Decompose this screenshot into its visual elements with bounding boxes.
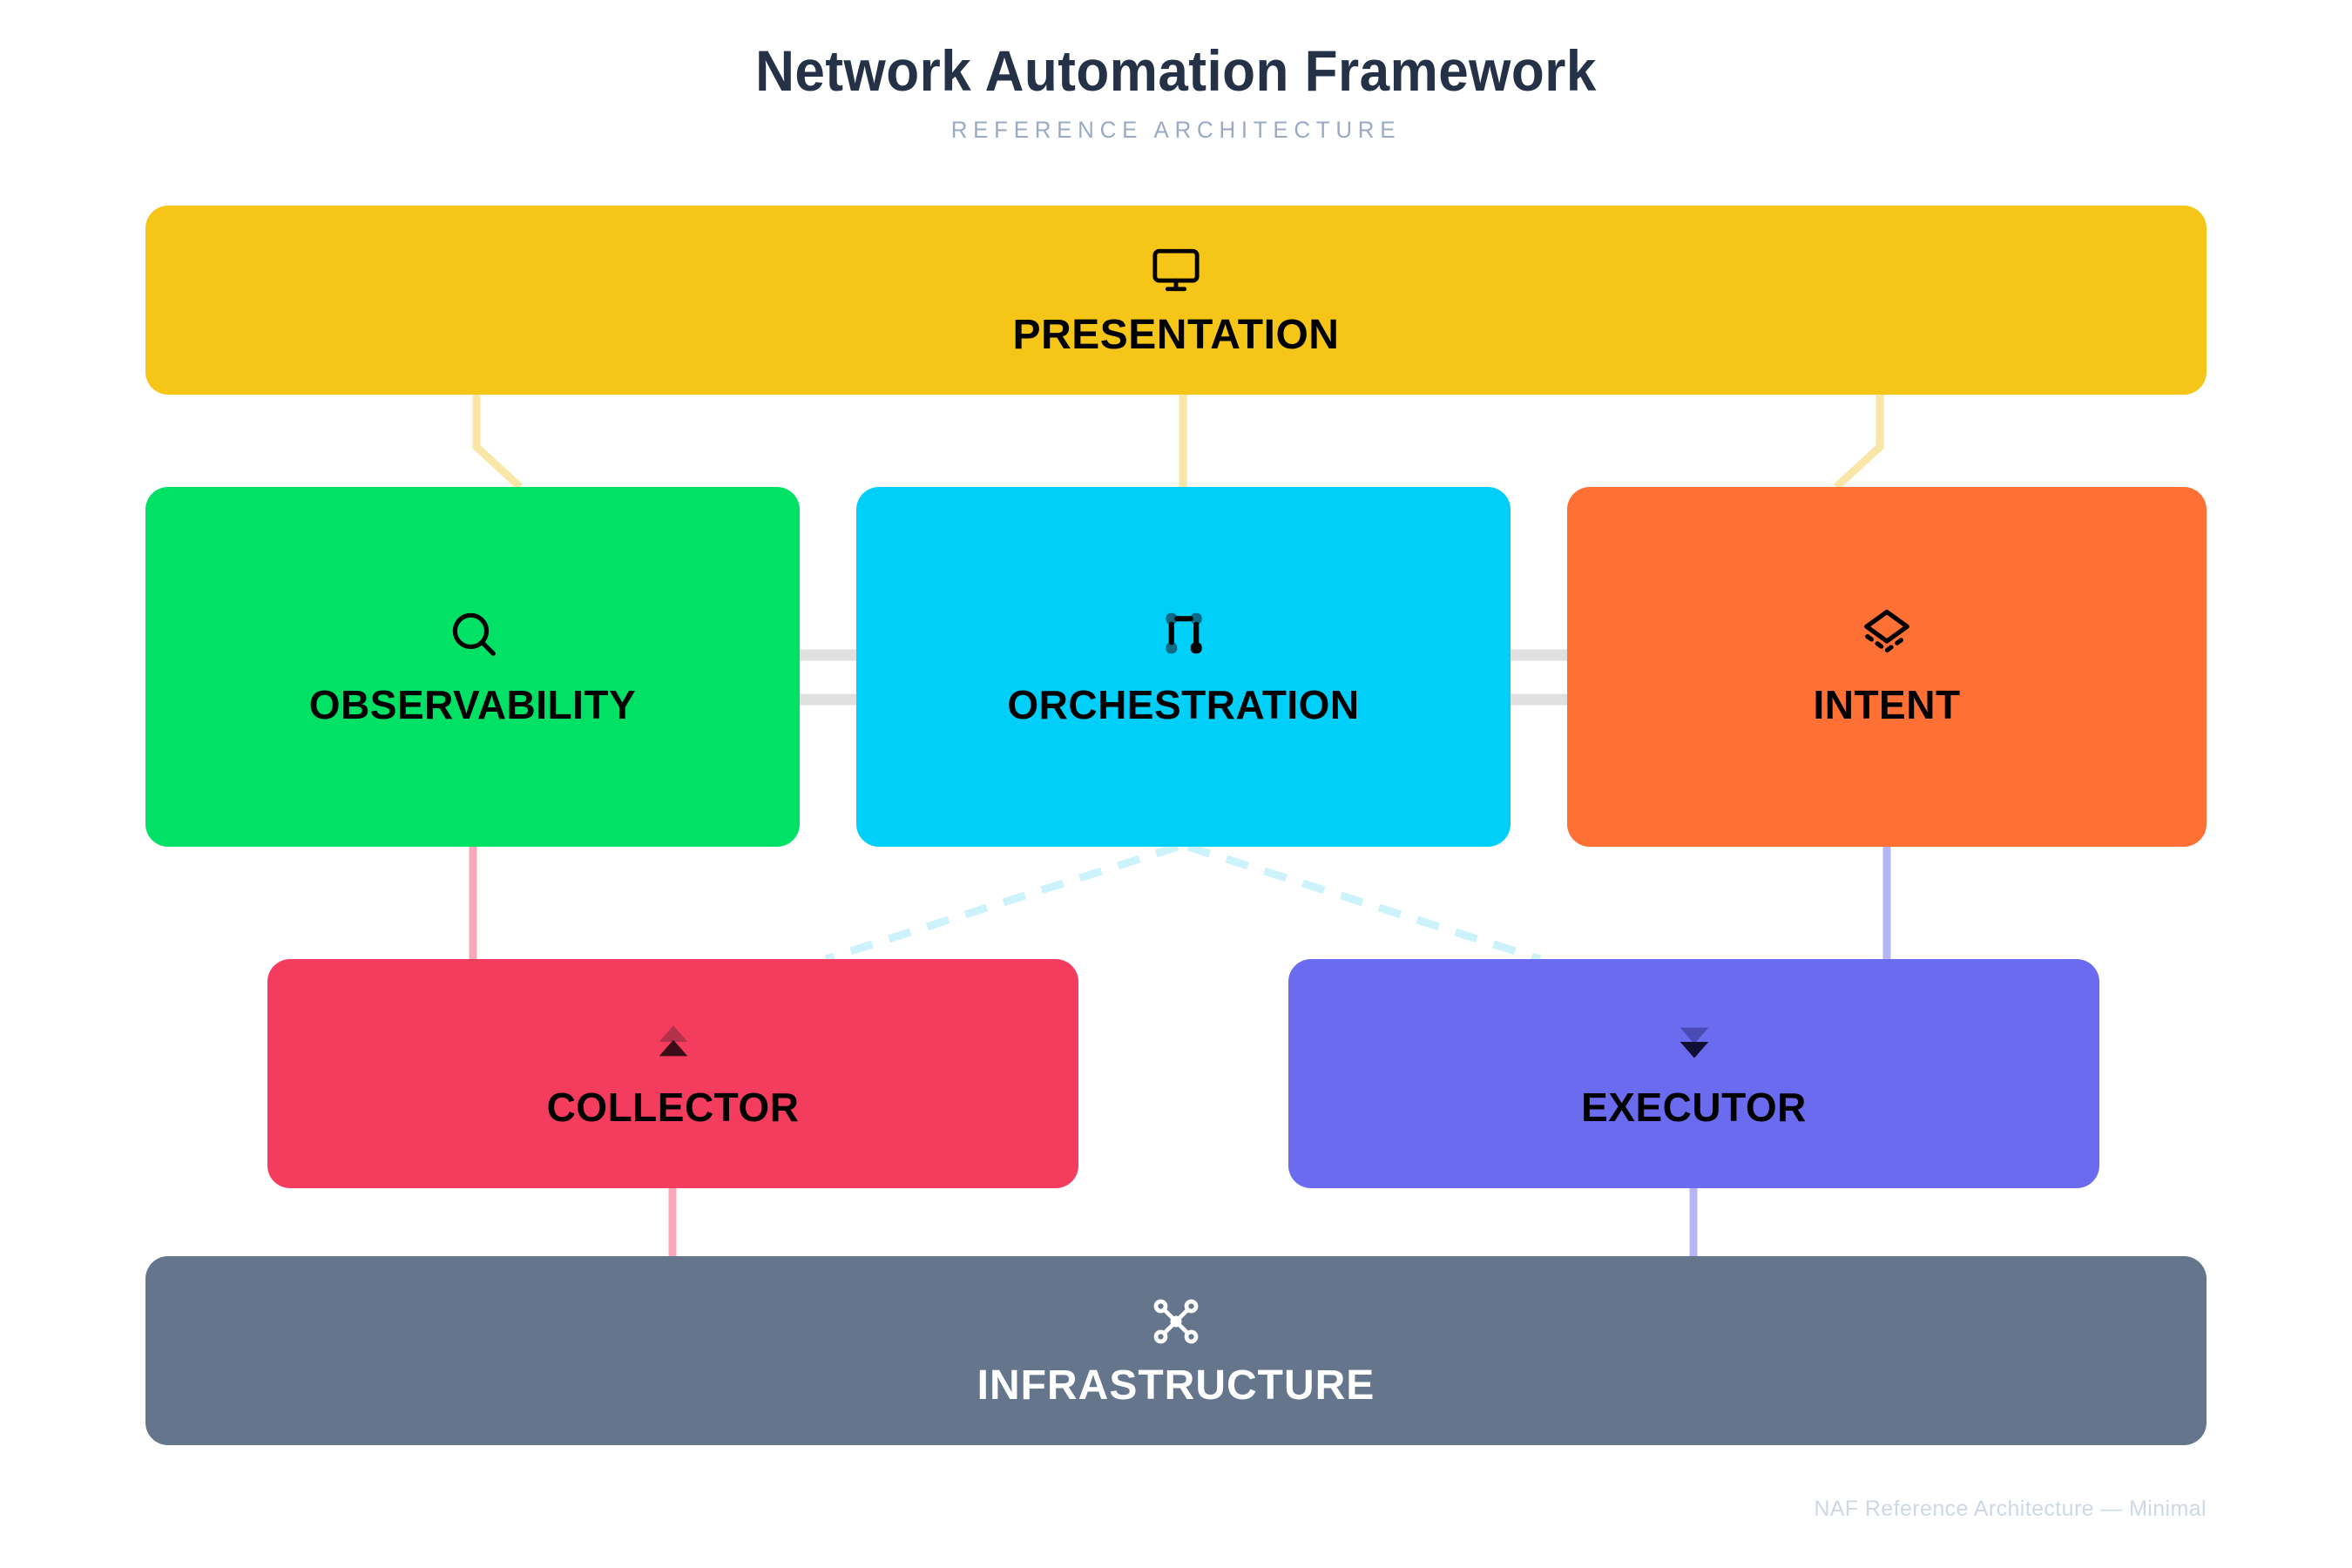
- connector-orchestration-executor: [1186, 842, 1542, 963]
- block-infrastructure-label: INFRASTRUCTURE: [977, 1362, 1375, 1409]
- block-orchestration[interactable]: ORCHESTRATION: [856, 487, 1511, 847]
- block-executor-label: EXECUTOR: [1581, 1084, 1807, 1130]
- block-presentation[interactable]: PRESENTATION: [145, 206, 2207, 395]
- search-icon: [446, 606, 500, 660]
- block-executor[interactable]: EXECUTOR: [1288, 959, 2099, 1188]
- chevrons-up-icon: [649, 1017, 698, 1066]
- connector-orchestration-collector: [824, 842, 1179, 963]
- block-intent-label: INTENT: [1813, 681, 1961, 727]
- connector-presentation-intent: [1833, 395, 1884, 490]
- block-infrastructure[interactable]: INFRASTRUCTURE: [145, 1256, 2207, 1445]
- footer-note: NAF Reference Architecture — Minimal: [1814, 1497, 2207, 1521]
- block-intent[interactable]: INTENT: [1567, 487, 2207, 847]
- block-presentation-label: PRESENTATION: [1012, 312, 1340, 358]
- monitor-icon: [1151, 245, 1201, 295]
- chevrons-down-icon: [1670, 1017, 1719, 1066]
- block-orchestration-label: ORCHESTRATION: [1007, 681, 1360, 727]
- connector-presentation-observability: [472, 395, 524, 490]
- block-observability[interactable]: OBSERVABILITY: [145, 487, 800, 847]
- page-title: Network Automation Framework: [755, 38, 1597, 103]
- network-nodes-icon: [1157, 606, 1211, 660]
- page-subtitle: REFERENCE ARCHITECTURE: [950, 117, 1402, 143]
- block-observability-label: OBSERVABILITY: [308, 681, 637, 727]
- network-hub-icon: [1150, 1295, 1202, 1348]
- layers-icon: [1860, 606, 1914, 660]
- block-collector-label: COLLECTOR: [546, 1084, 800, 1130]
- block-collector[interactable]: COLLECTOR: [267, 959, 1078, 1188]
- header: Network Automation Framework REFERENCE A…: [0, 42, 2352, 144]
